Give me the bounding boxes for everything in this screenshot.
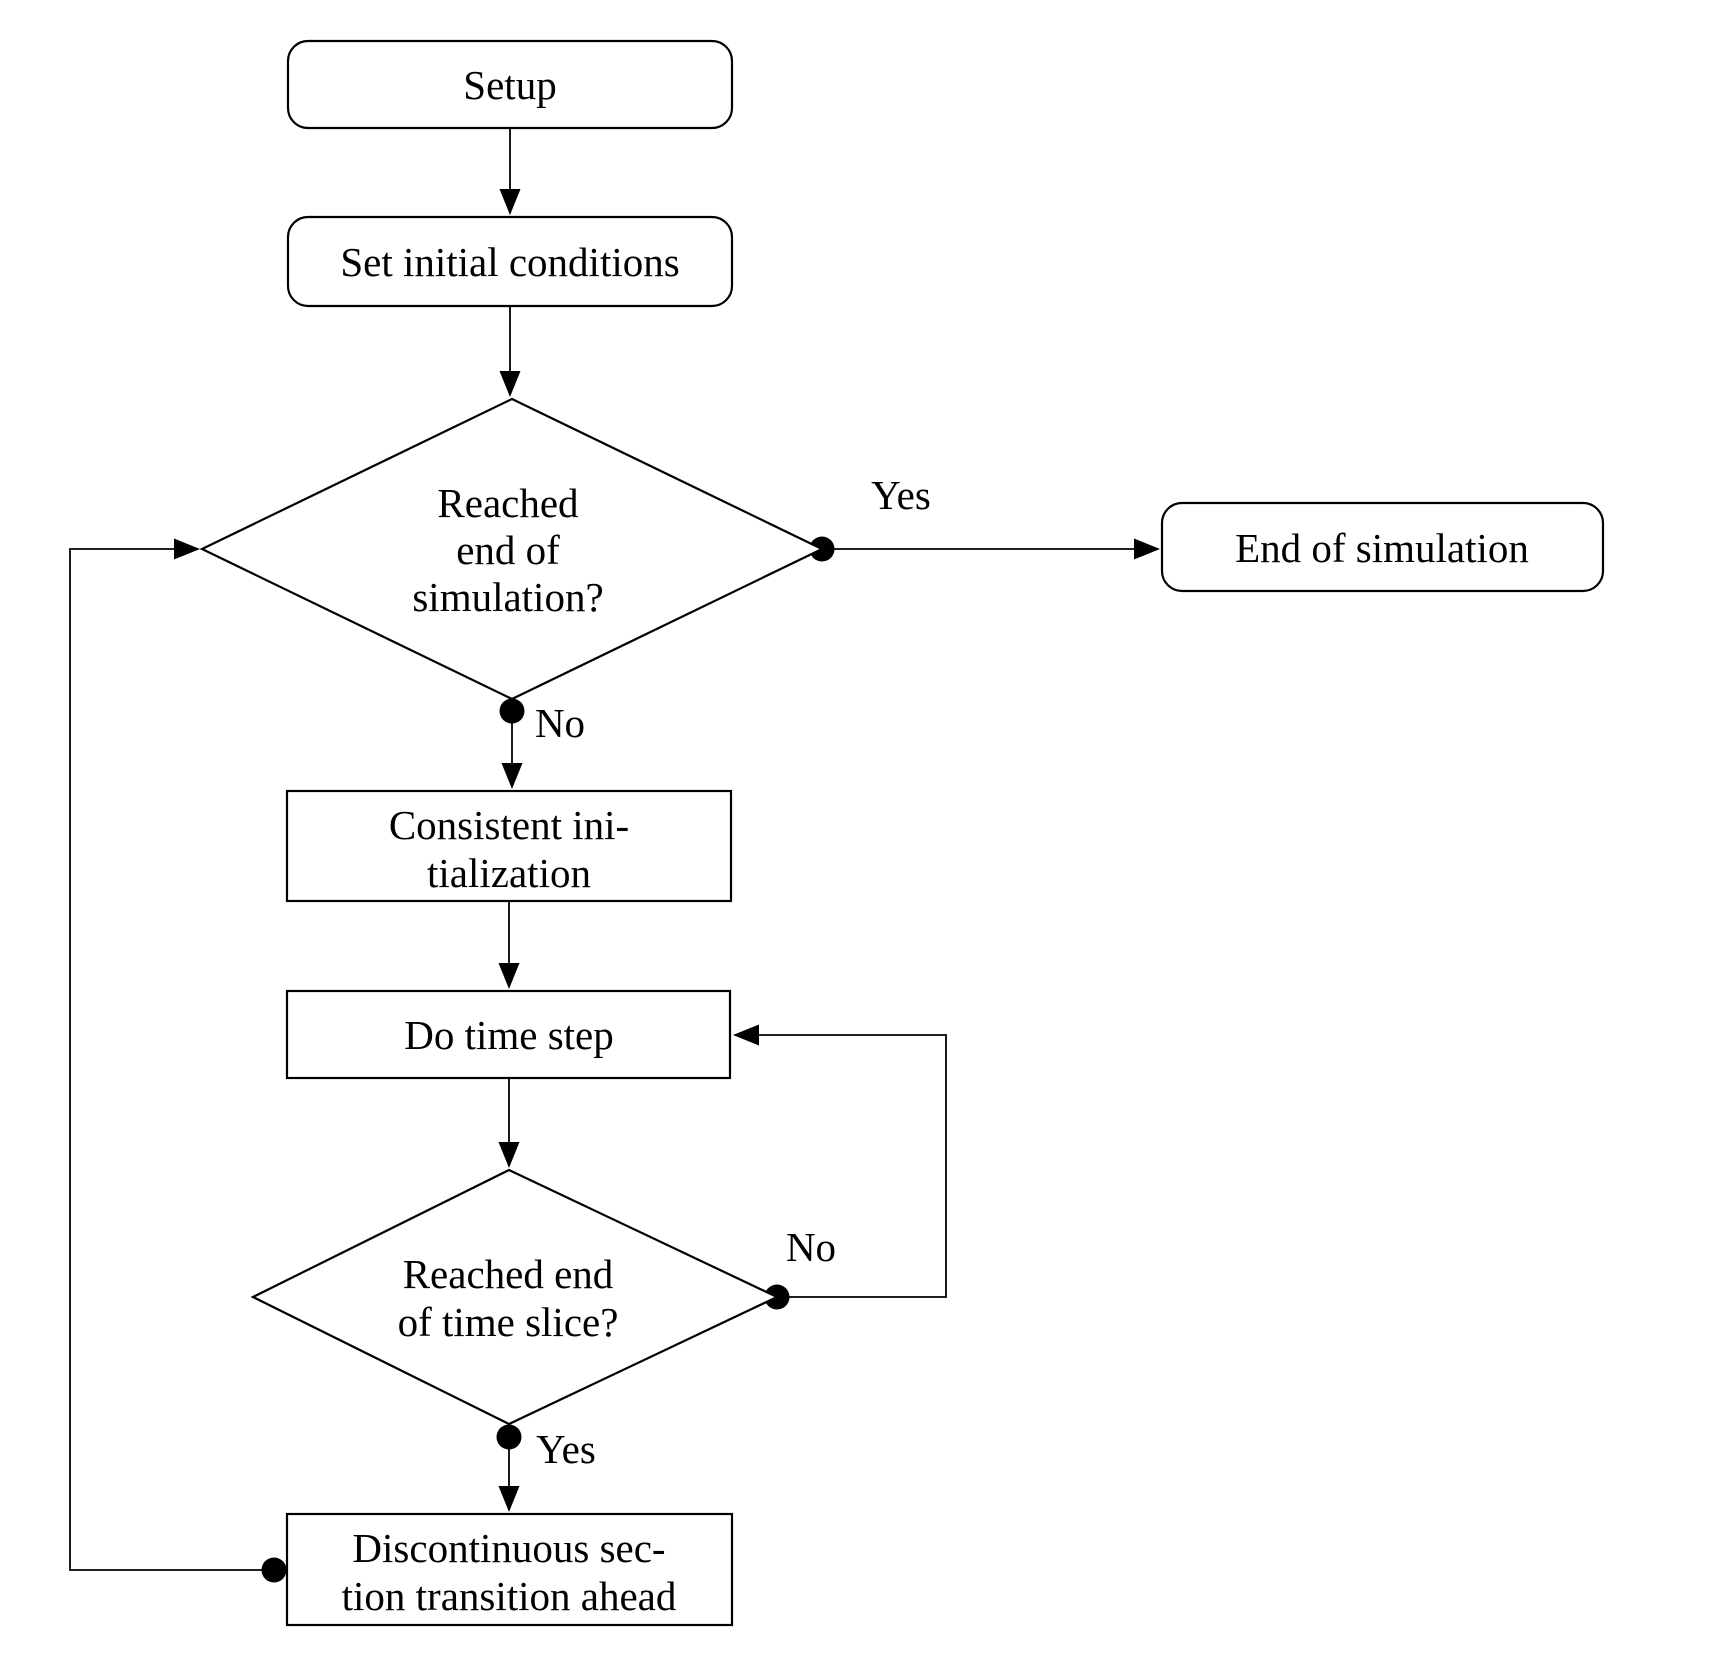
edge-label-time-slice-yes: Yes <box>536 1426 596 1472</box>
edge-no-loop-to-do-time-step <box>733 1024 947 1298</box>
consistent-initialization-line2: tialization <box>427 850 591 896</box>
decision-end-of-simulation-line3: simulation? <box>412 574 603 620</box>
junction-dot-sim-no <box>499 698 525 724</box>
edge-feedback-to-decision-sim <box>69 538 276 1571</box>
edge-labels: Yes No No Yes <box>535 472 931 1472</box>
do-time-step-box <box>285 989 732 1080</box>
consistent-initialization-box <box>285 789 733 903</box>
node-discontinuous-section-transition: Discontinuous sec- tion transition ahead <box>285 1512 734 1627</box>
decision-end-of-time-slice-diamond <box>250 1168 780 1426</box>
decision-end-of-simulation-line2: end of <box>456 527 560 573</box>
edge-label-simulation-yes: Yes <box>871 472 931 518</box>
end-of-simulation-label: End of simulation <box>1235 525 1529 571</box>
node-do-time-step: Do time step <box>285 989 732 1080</box>
node-decision-end-of-simulation: Reached end of simulation? <box>199 397 825 701</box>
node-decision-end-of-time-slice: Reached end of time slice? <box>250 1168 780 1426</box>
discontinuous-section-transition-line2: tion transition ahead <box>342 1573 677 1619</box>
junction-dot-feedback <box>261 1557 287 1583</box>
edge-label-simulation-no: No <box>535 700 585 746</box>
setup-box <box>286 39 734 130</box>
set-initial-conditions-box <box>286 215 734 308</box>
junction-dot-slice-yes <box>496 1424 522 1450</box>
decision-end-of-simulation-line1: Reached <box>437 480 578 526</box>
setup-label: Setup <box>463 62 556 108</box>
discontinuous-section-transition-line1: Discontinuous sec- <box>352 1525 665 1571</box>
node-end-of-simulation: End of simulation <box>1160 501 1605 593</box>
decision-end-of-time-slice-line2: of time slice? <box>398 1299 619 1345</box>
node-set-initial-conditions: Set initial conditions <box>286 215 734 308</box>
decision-end-of-simulation-diamond <box>199 397 825 701</box>
node-consistent-initialization: Consistent ini- tialization <box>285 789 733 903</box>
edges <box>69 128 1160 1571</box>
do-time-step-label: Do time step <box>404 1012 614 1058</box>
discontinuous-section-transition-box <box>285 1512 734 1627</box>
set-initial-conditions-label: Set initial conditions <box>340 239 679 285</box>
nodes: Setup Set initial conditions Reached end… <box>199 39 1605 1627</box>
node-setup: Setup <box>286 39 734 130</box>
edge-label-time-slice-no: No <box>786 1224 836 1270</box>
end-of-simulation-box <box>1160 501 1605 593</box>
decision-end-of-time-slice-line1: Reached end <box>403 1251 614 1297</box>
consistent-initialization-line1: Consistent ini- <box>389 802 629 848</box>
